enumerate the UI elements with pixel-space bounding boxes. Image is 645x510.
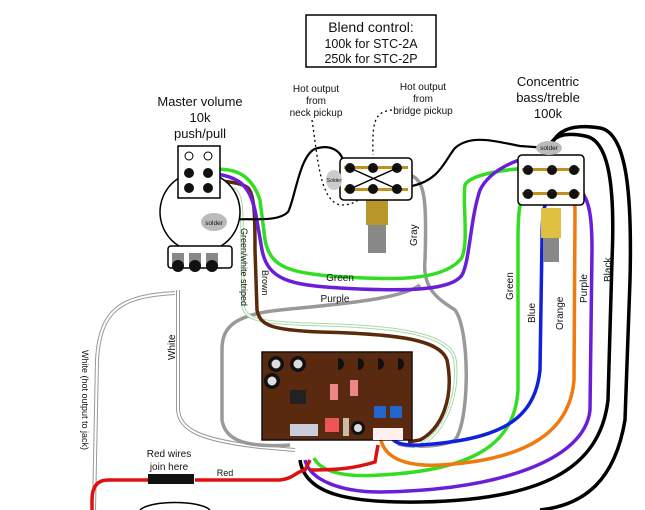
- green-right-wire: [312, 188, 530, 478]
- master-volume-label: Master volume 10k push/pull: [157, 94, 242, 141]
- black-wire-blend: [221, 146, 345, 224]
- bridge-label-line3: bridge pickup: [393, 106, 453, 117]
- label-black: Black: [603, 257, 614, 282]
- master-solder-label: solder: [205, 220, 224, 227]
- master-label-line2: 10k: [190, 110, 211, 125]
- concentric-label: Concentric bass/treble 100k: [516, 74, 580, 121]
- neck-label-line1: Hot output: [293, 84, 339, 95]
- neck-label-line2: from: [306, 96, 326, 107]
- neck-leader-line: [311, 119, 369, 206]
- label-orange: Orange: [555, 296, 566, 330]
- concentric-solder-label: solder: [540, 145, 559, 152]
- label-brown: Brown: [260, 270, 270, 296]
- label-green-white: Green/white striped: [239, 228, 249, 306]
- black-wire-blend-right: [411, 138, 549, 188]
- master-solder-blob: [201, 213, 227, 231]
- blend-pot: Solder: [326, 157, 413, 253]
- concentric-pot: solder: [517, 141, 585, 262]
- label-gray: Gray: [409, 224, 420, 246]
- label-white-jack: White (hot output to jack): [80, 350, 90, 450]
- label-purple: Purple: [321, 294, 350, 305]
- master-label-line1: Master volume: [157, 94, 242, 109]
- black-wire-2: [539, 124, 633, 510]
- blend-solder-label: Solder: [327, 178, 342, 184]
- ic-chip: [290, 390, 306, 404]
- label-green: Green: [326, 273, 354, 284]
- neck-label-line3: neck pickup: [290, 108, 343, 119]
- trim-pot-2: [390, 406, 402, 418]
- bridge-label-line2: from: [413, 94, 433, 105]
- purple-right-wire: [303, 188, 594, 494]
- concentric-label-line2: bass/treble: [516, 90, 580, 105]
- bridge-pickup-label: Hot output from bridge pickup: [393, 82, 453, 117]
- neck-pickup-label: Hot output from neck pickup: [290, 84, 343, 119]
- green-wire: [191, 166, 529, 281]
- blend-box-line1: 100k for STC-2A: [324, 37, 418, 51]
- preamp-board: [261, 351, 413, 441]
- label-green-right: Green: [505, 272, 516, 300]
- blend-solder-blob: [326, 170, 342, 190]
- concentric-label-line1: Concentric: [517, 74, 580, 89]
- label-white: White: [167, 334, 178, 360]
- blend-box-title: Blend control:: [328, 19, 414, 35]
- red-join-label-line1: Red wires: [147, 449, 191, 460]
- label-red: Red: [217, 468, 234, 478]
- bridge-label-line1: Hot output: [400, 82, 446, 93]
- red-wire: [90, 444, 380, 510]
- blend-box-line2: 250k for STC-2P: [324, 52, 417, 66]
- black-wire-1: [298, 132, 615, 504]
- label-blue: Blue: [527, 303, 538, 323]
- master-label-line3: push/pull: [174, 126, 226, 141]
- trim-pot-1: [374, 406, 386, 418]
- brown-wire: [188, 179, 451, 444]
- blend-control-box: Blend control: 100k for STC-2A 250k for …: [305, 14, 437, 68]
- concentric-label-line3: 100k: [534, 106, 563, 121]
- master-volume-pot: solder: [159, 145, 241, 272]
- concentric-solder-blob: [536, 141, 562, 155]
- red-join-splice: [148, 474, 194, 484]
- red-join-label-line2: join here: [149, 462, 189, 473]
- label-purple-right: Purple: [579, 274, 590, 303]
- bridge-leader-line: [372, 109, 393, 156]
